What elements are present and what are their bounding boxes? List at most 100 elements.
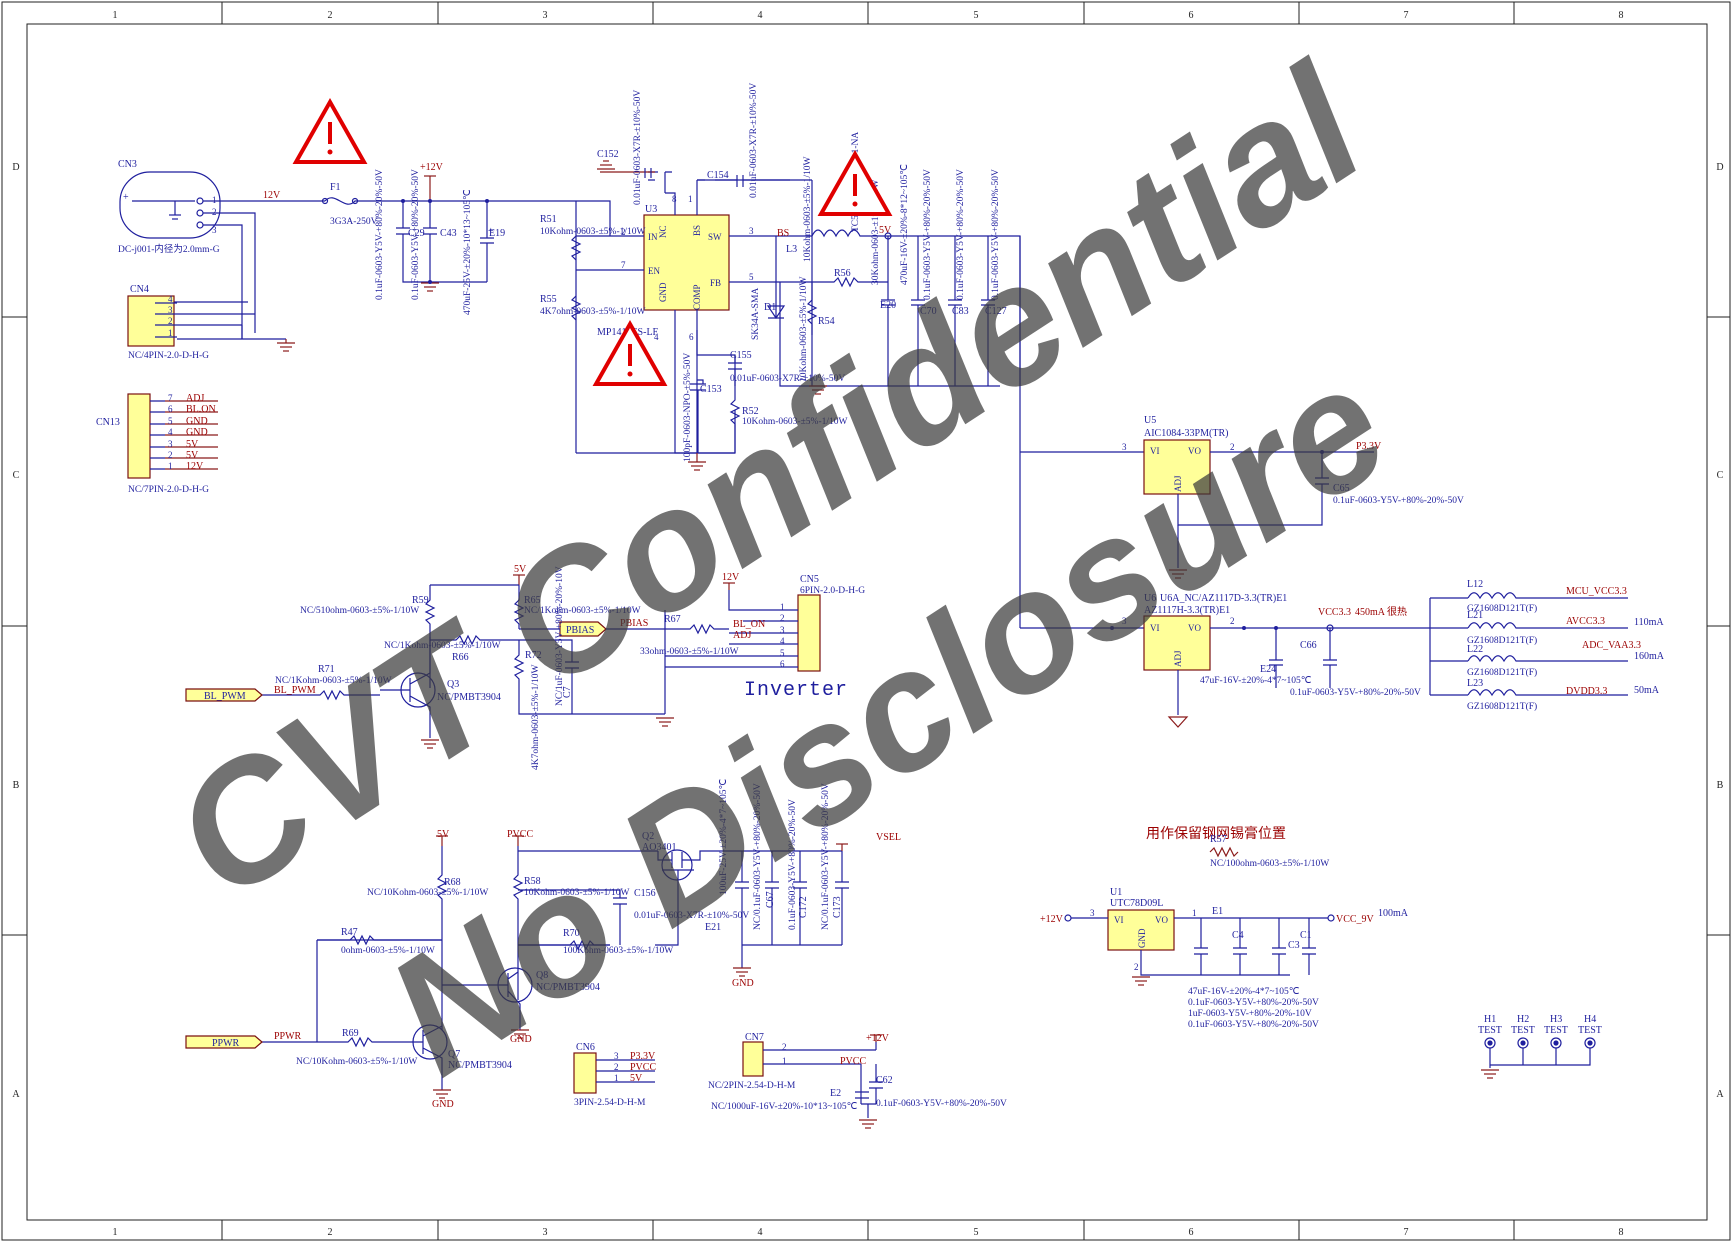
r69-desc: NC/10Kohm-0603-±5%-1/10W (296, 1057, 417, 1067)
ferrite-net: AVCC3.3 (1566, 616, 1605, 627)
ferrite-part: GZ1608D121T(F) (1467, 701, 1537, 712)
r67-desc: 33ohm-0603-±5%-1/10W (640, 647, 739, 657)
u3-pin-gnd: GND (658, 282, 668, 302)
r66-ref: R66 (452, 652, 469, 663)
svg-text:2: 2 (168, 316, 173, 326)
cn13-pin: 3 (168, 439, 173, 449)
r58-desc: 10Kohm-0603-±5%-1/10W (524, 888, 630, 898)
e21-desc: 100uF-25V-±20%-4*7~105℃ (719, 778, 729, 895)
r56-desc: 30Kohm-0603-±1%-1/10W (871, 179, 881, 285)
cn13-pin: 5 (168, 416, 173, 426)
pbias-flag: PBIAS (566, 625, 594, 636)
cn13-net: 5V (186, 439, 199, 450)
ferrite-current: 160mA (1634, 651, 1665, 662)
test-point-ref: H4 (1584, 1014, 1596, 1025)
ground-symbol (732, 967, 752, 977)
c70-ref: C70 (920, 306, 937, 317)
col-label: 1 (113, 10, 118, 21)
inverter-net-adj: ADJ (733, 630, 751, 641)
cn4-desc: NC/4PIN-2.0-D-H-G (128, 351, 209, 361)
c1-ref: C1 (1300, 930, 1312, 941)
cn6-pin: 3 (614, 1051, 619, 1061)
cn13-net: 12V (186, 461, 204, 472)
c127-desc: 0.1uF-0603-Y5V-+80%-20%-50V (991, 169, 1001, 300)
u1-gnd: GND (1137, 928, 1147, 948)
net-p3v3: P3.3V (1356, 441, 1382, 452)
test-point-ref: H3 (1550, 1014, 1562, 1025)
cn5-pin: 1 (780, 602, 785, 612)
u6-vo: VO (1188, 623, 1201, 633)
dc-jack-cn3: + 123 (119, 171, 221, 239)
svg-text:3: 3 (1122, 442, 1127, 452)
ground-symbol (858, 1119, 878, 1129)
vsel-section: 5V PVCC Q2 AO3401 VSEL GND E21 100uF-25V… (185, 778, 901, 1110)
reg9v-net-out: VCC_9V (1336, 914, 1375, 925)
r70-desc: 100Kohm-0603-±5%-1/10W (563, 946, 673, 956)
reg9v-desc: 0.1uF-0603-Y5V-+80%-20%-50V (1188, 1020, 1319, 1030)
connector-cn4 (127, 295, 175, 347)
cn3-ref: CN3 (118, 159, 137, 170)
q2-part: AO3401 (642, 842, 676, 853)
c172-desc: 0.1uF-0603-Y5V-+80%-20%-50V (788, 799, 798, 930)
r58-ref: R58 (524, 876, 541, 887)
u3-pin-nc: NC (658, 225, 668, 238)
c152-ref: C152 (597, 149, 619, 160)
svg-text:1: 1 (688, 194, 693, 204)
test-points: H1 TEST H2 TEST H3 TEST H4 TEST (1478, 1014, 1602, 1079)
r54-desc: 10Kohm-0603-±5%-1/10W (799, 276, 809, 382)
u6-adj: ADJ (1173, 650, 1183, 667)
c70-desc: 0.1uF-0603-Y5V-+80%-20%-50V (923, 169, 933, 300)
l3-ref: L3 (786, 244, 797, 255)
svg-text:3: 3 (749, 226, 754, 236)
e20-ref: E20 (880, 300, 896, 311)
pbias-net: PBIAS (620, 618, 648, 629)
col-label: 2 (328, 1227, 333, 1238)
ferrite-current: 110mA (1634, 617, 1664, 628)
cn6-net: PVCC (630, 1062, 656, 1073)
reg9v-current: 100mA (1378, 908, 1409, 919)
cn13-net: 5V (186, 450, 199, 461)
cn6-ref: CN6 (576, 1042, 595, 1053)
r69-ref: R69 (342, 1028, 359, 1039)
u5-ref: U5 (1144, 415, 1156, 426)
c62-desc: 0.1uF-0603-Y5V-+80%-20%-50V (876, 1099, 1007, 1109)
col-label: 7 (1404, 10, 1409, 21)
svg-text:2: 2 (1134, 962, 1139, 972)
cn13-net: GND (186, 427, 208, 438)
r52-ref: R52 (742, 406, 759, 417)
c29-ref: C29 (408, 228, 425, 239)
cn13-ref: CN13 (96, 417, 120, 428)
q3-ref: Q3 (447, 679, 459, 690)
test-point-label: TEST (1578, 1025, 1602, 1036)
q8-desc: NC/PMBT3904 (536, 982, 600, 993)
connector-cn7-block: +12V PVCC CN7 2 1 NC/2PIN-2.54-D-H-M E2 … (708, 1032, 1007, 1129)
u3-pin-in: IN (648, 232, 658, 242)
svg-text:2: 2 (1230, 616, 1235, 626)
ferrite-ref: L21 (1467, 610, 1483, 621)
col-label: 6 (1189, 10, 1194, 21)
u3-ref: U3 (645, 204, 657, 215)
ferrite-part: GZ1608D121T(F) (1467, 603, 1537, 614)
c153-ref: C153 (700, 384, 722, 395)
c67-desc: NC/0.1uF-0603-Y5V-+80%-20%-50V (753, 783, 763, 930)
c65-ref: C65 (1333, 483, 1350, 494)
d1-ref: D1 (764, 302, 776, 313)
vsel-net-vsel: VSEL (876, 832, 901, 843)
cn13-pin: 2 (168, 450, 173, 460)
vsel-gnd-label: GND (732, 978, 754, 989)
r72-desc: 4K7ohm-0603-±5%-1/10W (531, 664, 541, 770)
r65-desc: NC/1Kohm-0603-±5%-1/10W (524, 606, 641, 616)
u1-ref: U1 (1110, 887, 1122, 898)
net-vcc3v3: VCC3.3 (1318, 607, 1351, 618)
q7-gnd-label: GND (432, 1099, 454, 1110)
c173-ref: C173 (832, 896, 843, 918)
r54-ref: R54 (818, 316, 835, 327)
r47-ref: R47 (341, 927, 358, 938)
c155-ref: C155 (730, 350, 752, 361)
row-label: A (1716, 1089, 1724, 1100)
warning-icon (294, 100, 366, 164)
col-label: 1 (113, 1227, 118, 1238)
e19-ref: E19 (489, 228, 505, 239)
row-label: B (1717, 780, 1724, 791)
